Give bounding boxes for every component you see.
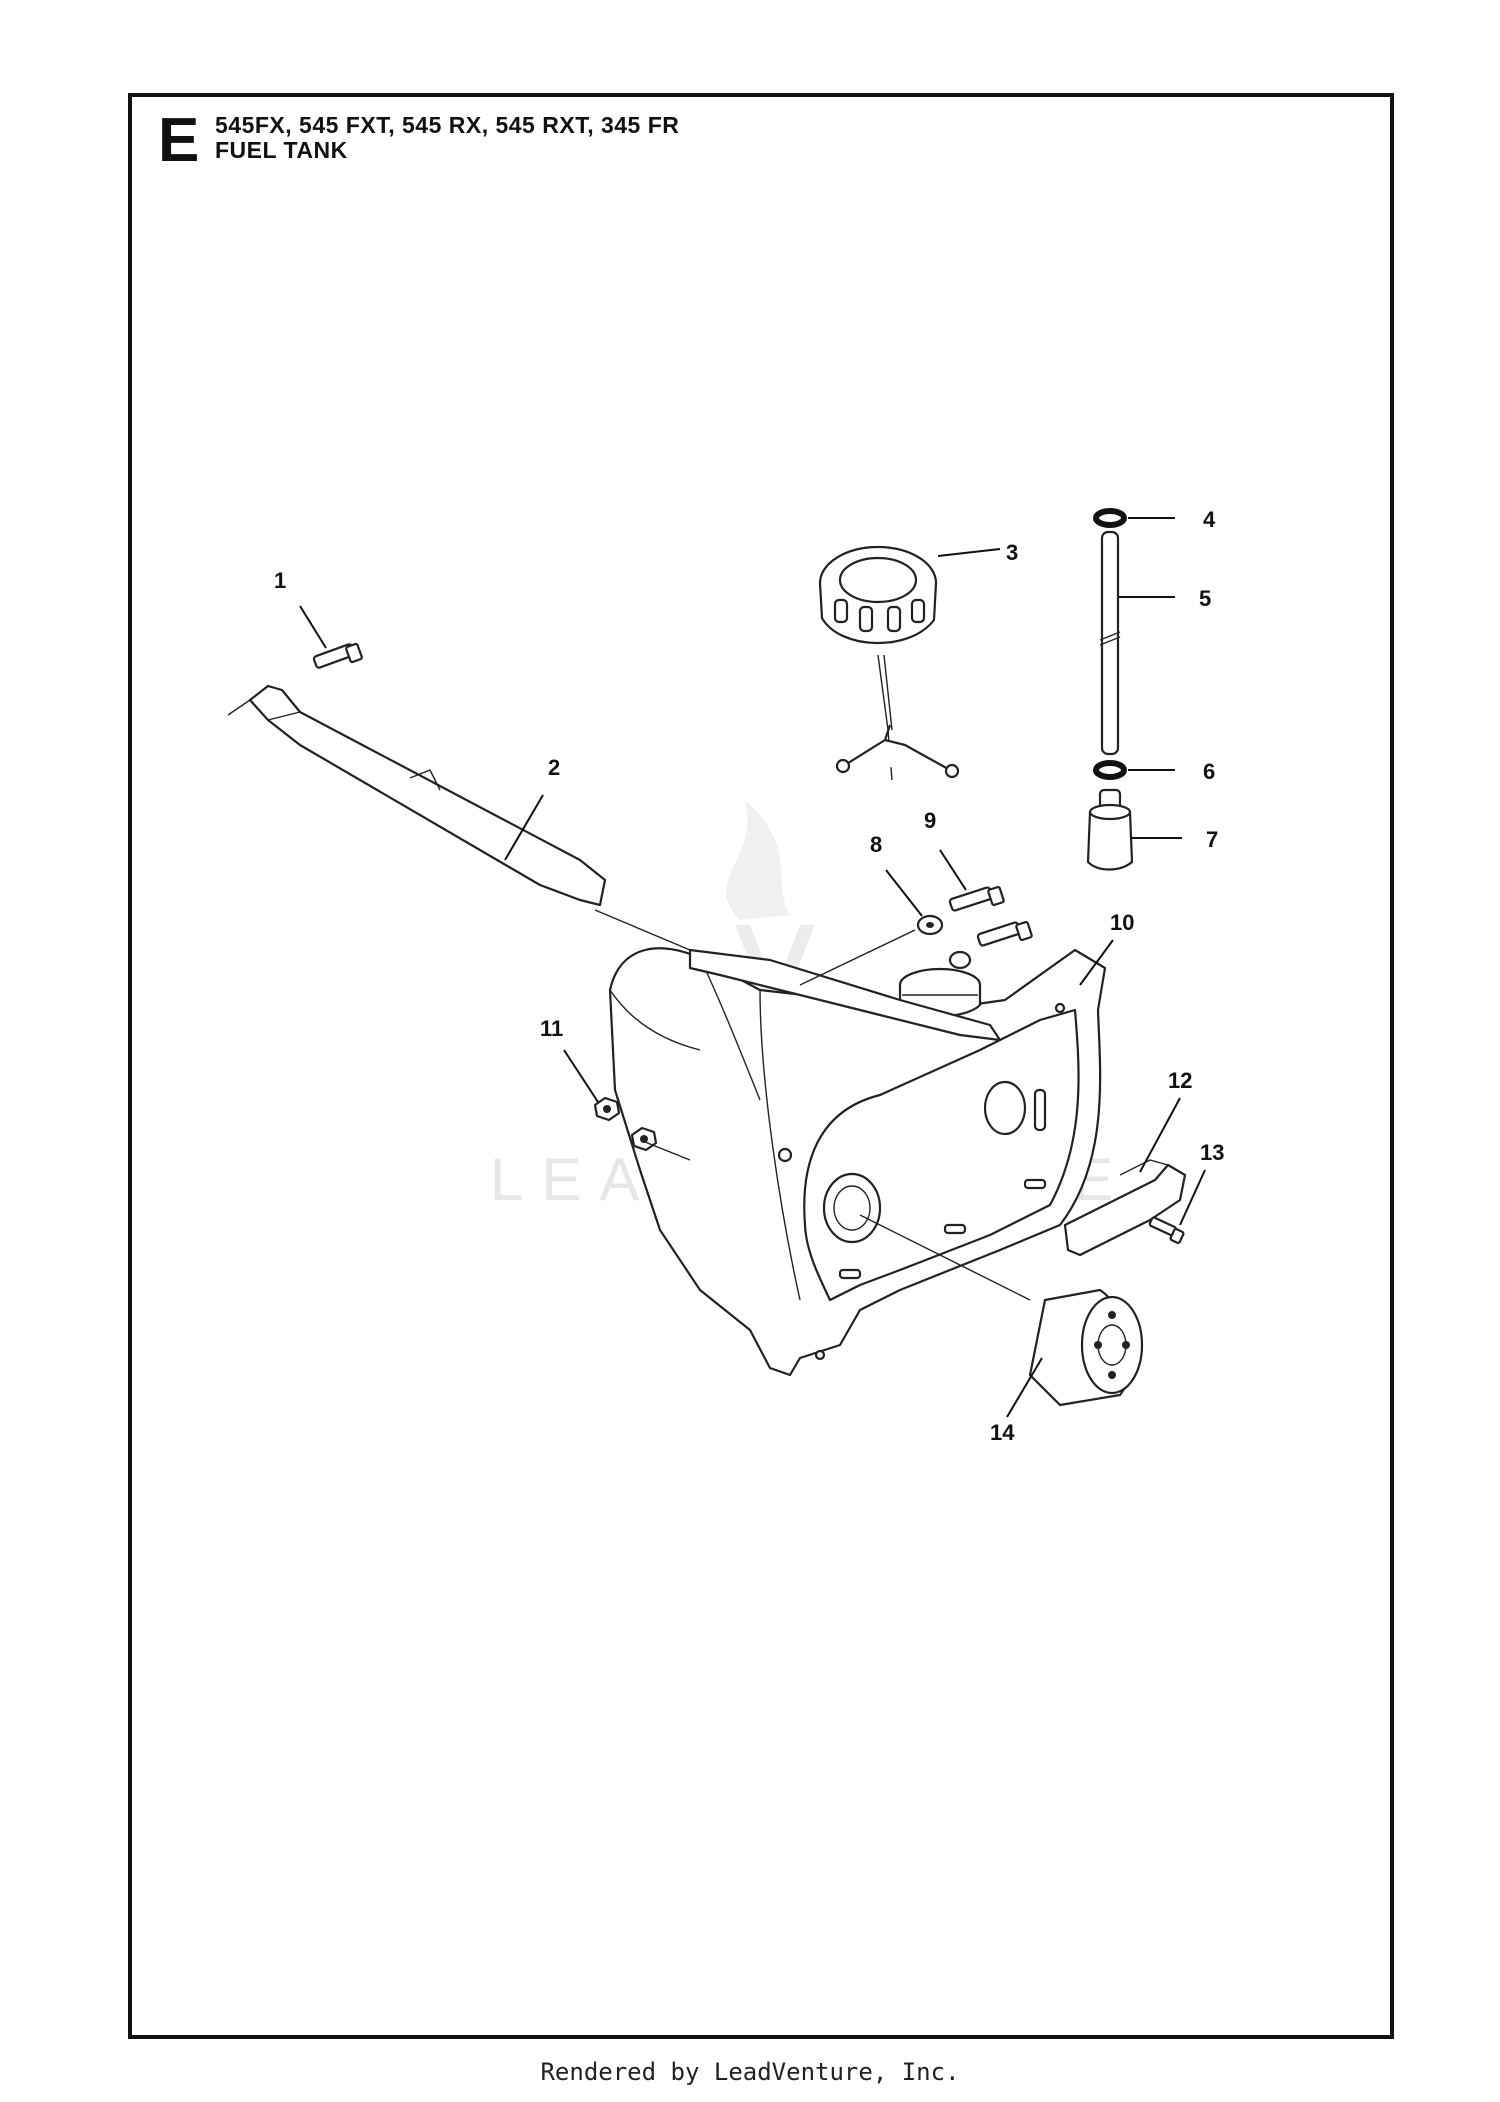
callout-12: 12 bbox=[1168, 1068, 1192, 1093]
callout-1: 1 bbox=[274, 568, 286, 593]
callout-5: 5 bbox=[1199, 586, 1211, 611]
callout-labels: 1 2 3 4 5 6 7 8 9 10 11 12 13 14 bbox=[274, 507, 1224, 1445]
fuel-tank-part bbox=[608, 947, 1107, 1377]
handle-rail-part bbox=[227, 684, 607, 907]
callout-11: 11 bbox=[540, 1016, 563, 1041]
washer-part bbox=[916, 914, 972, 970]
callout-7: 7 bbox=[1206, 827, 1218, 852]
diagram-frame bbox=[128, 93, 1394, 2039]
fuel-cap-part bbox=[818, 545, 960, 781]
damper-part bbox=[1028, 1288, 1144, 1407]
callout-10: 10 bbox=[1110, 910, 1134, 935]
fuel-filter-part bbox=[1086, 788, 1134, 871]
callout-8: 8 bbox=[870, 832, 882, 857]
callout-4: 4 bbox=[1203, 507, 1216, 532]
clip-part bbox=[1063, 1159, 1187, 1257]
small-screw-part bbox=[1148, 1216, 1185, 1244]
bolt-part bbox=[312, 642, 363, 669]
model-list: 545FX, 545 FXT, 545 RX, 545 RXT, 345 FR bbox=[215, 112, 680, 138]
screw-part bbox=[948, 885, 1033, 947]
section-title: FUEL TANK bbox=[215, 137, 348, 163]
callout-3: 3 bbox=[1006, 540, 1018, 565]
callout-13: 13 bbox=[1200, 1140, 1224, 1165]
ring-top-part bbox=[1093, 508, 1127, 528]
callout-9: 9 bbox=[924, 808, 936, 833]
callout-2: 2 bbox=[548, 755, 560, 780]
callout-14: 14 bbox=[990, 1420, 1015, 1445]
footer-credit: Rendered by LeadVenture, Inc. bbox=[540, 2058, 960, 2086]
fuel-hose-part bbox=[1099, 530, 1121, 756]
ring-bottom-part bbox=[1093, 760, 1127, 780]
section-letter: E bbox=[158, 106, 200, 175]
leader-lines bbox=[299, 517, 1206, 1418]
callout-6: 6 bbox=[1203, 759, 1215, 784]
